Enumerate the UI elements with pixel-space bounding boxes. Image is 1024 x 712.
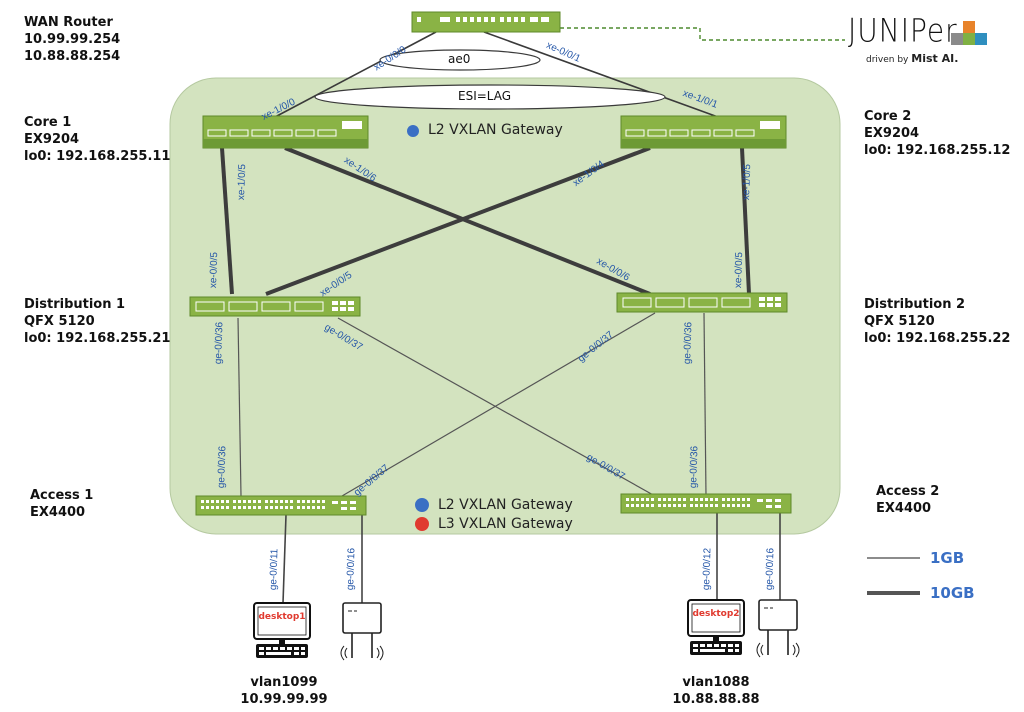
core1-loopback: lo0: 192.168.255.11 (24, 149, 171, 164)
brand-tagline-prefix: driven by (866, 55, 909, 65)
esi-lag-ellipse (314, 84, 666, 110)
access1-label: Access 1 EX4400 (30, 487, 93, 521)
access2-label: Access 2 EX4400 (876, 483, 939, 517)
core1-name: Core 1 (24, 115, 72, 130)
desktop2-name: desktop2 (692, 609, 740, 619)
desktop2-computer (687, 599, 745, 655)
core1-model: EX9204 (24, 132, 80, 147)
ae0-lag-ellipse (379, 49, 541, 71)
link-wan-core1 (274, 31, 437, 118)
link-core2-dist1 (265, 146, 651, 296)
port-label: ge-0/0/12 (701, 547, 714, 591)
legend-10gb-label: 10GB (930, 584, 975, 602)
desktop1-computer (253, 602, 311, 658)
desktop2-vlan: vlan1088 (682, 675, 750, 690)
port-label: xe-0/0/5 (733, 251, 746, 289)
access1-name: Access 1 (30, 488, 94, 503)
desktop1-vlan-label: vlan1099 10.99.99.99 (232, 674, 336, 708)
access-l2-gateway-dot (415, 498, 429, 512)
dist1-name: Distribution 1 (24, 297, 126, 312)
wan-dashed-link (560, 27, 845, 41)
dist1-loopback: lo0: 192.168.255.21 (24, 331, 171, 346)
core1-device (202, 115, 369, 149)
link-dist2-acc1 (341, 312, 656, 497)
core2-loopback: lo0: 192.168.255.12 (864, 143, 1011, 158)
desktop1-vlan: vlan1099 (250, 675, 318, 690)
access-l3-gateway-label: L3 VXLAN Gateway (438, 516, 573, 532)
desktop1-ip: 10.99.99.99 (240, 692, 328, 707)
core-l2-gateway-dot (407, 125, 419, 137)
dist1-label: Distribution 1 QFX 5120 lo0: 192.168.255… (24, 296, 170, 347)
core2-name: Core 2 (864, 109, 912, 124)
port-label: xe-1/0/5 (236, 163, 249, 201)
desktop2-vlan-label: vlan1088 10.88.88.88 (664, 674, 768, 708)
juniper-logo-icon (951, 21, 987, 45)
link-core2-dist2 (740, 147, 751, 295)
wan-router-device (411, 11, 561, 33)
core2-model: EX9204 (864, 126, 920, 141)
dist2-name: Distribution 2 (864, 297, 966, 312)
esi-lag-label: ESI=LAG (458, 89, 512, 103)
link-dist1-acc1 (237, 317, 242, 497)
access-point-1 (340, 602, 384, 661)
dist2-device (616, 292, 788, 313)
dist1-device (189, 296, 361, 317)
port-label: ge-0/0/36 (213, 321, 226, 365)
desktop1-name: desktop1 (258, 612, 306, 622)
access2-model: EX4400 (876, 501, 932, 516)
core2-device (620, 115, 787, 149)
link-acc1-desktop1 (282, 514, 287, 604)
core-l2-gateway-label: L2 VXLAN Gateway (428, 122, 563, 138)
access1-device (195, 495, 367, 516)
core1-label: Core 1 EX9204 lo0: 192.168.255.11 (24, 114, 170, 165)
wan-router-ip1: 10.99.99.254 (24, 32, 121, 47)
link-wan-core2 (483, 31, 719, 118)
link-core1-dist1 (220, 147, 234, 295)
brand-tagline-brand: Mist AI. (911, 52, 959, 65)
access-l2-gateway-label: L2 VXLAN Gateway (438, 497, 573, 513)
brand-tagline: driven by Mist AI. (866, 52, 958, 65)
legend-1gb-label: 1GB (930, 549, 965, 567)
port-label: xe-0/0/5 (208, 251, 221, 289)
brand-logo: JUNIPer driven by Mist AI. (848, 11, 988, 65)
wan-router-label: WAN Router 10.99.99.254 10.88.88.254 (24, 14, 120, 65)
wan-router-name: WAN Router (24, 15, 113, 30)
access1-model: EX4400 (30, 505, 86, 520)
desktop2-ip: 10.88.88.88 (672, 692, 760, 707)
dist1-model: QFX 5120 (24, 314, 95, 329)
dist2-loopback: lo0: 192.168.255.22 (864, 331, 1011, 346)
port-label: ge-0/0/16 (764, 547, 777, 591)
access2-name: Access 2 (876, 484, 940, 499)
access2-device (620, 493, 792, 514)
link-dist1-acc2 (337, 317, 656, 497)
core2-label: Core 2 EX9204 lo0: 192.168.255.12 (864, 108, 1010, 159)
wan-router-ip2: 10.88.88.254 (24, 49, 121, 64)
port-label: ge-0/0/36 (216, 445, 229, 489)
access-point-2 (756, 599, 800, 658)
link-core1-dist2 (284, 146, 651, 296)
brand-name: JUNIPer (848, 11, 958, 50)
port-label: ge-0/0/11 (268, 548, 281, 591)
dist2-label: Distribution 2 QFX 5120 lo0: 192.168.255… (864, 296, 1010, 347)
fabric-area (169, 77, 841, 535)
ae0-label: ae0 (448, 52, 471, 66)
link-dist2-acc2 (703, 312, 707, 497)
access-l3-gateway-dot (415, 517, 429, 531)
port-label: ge-0/0/36 (682, 321, 695, 365)
dist2-model: QFX 5120 (864, 314, 935, 329)
port-label: ge-0/0/16 (345, 547, 358, 591)
port-label: xe-1/0/5 (741, 163, 754, 201)
port-label: ge-0/0/36 (688, 445, 701, 489)
